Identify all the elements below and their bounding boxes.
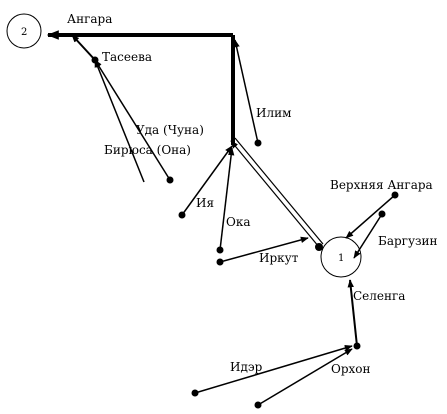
node-2-label: 2 [21,27,27,38]
label-biryusa: Бирюса (Она) [104,143,191,157]
label-ilim: Илим [256,106,291,120]
label-upper-angara: Верхняя Ангара [330,178,433,192]
label-oka: Ока [226,215,251,229]
label-angara: Ангара [67,12,112,26]
source-dot-angara-outflow [315,243,323,251]
label-selenga: Селенга [353,289,405,303]
label-ider: Идэр [230,360,263,374]
label-uda: Уда (Чуна) [136,123,204,137]
angara-from-baikal-line-b [234,137,324,245]
junction-dot-selenga [353,342,361,350]
ilim-river [233,39,259,144]
source-dots [91,56,399,409]
selenga-river [347,279,358,347]
source-dot-barguzin [378,210,386,218]
node-2: 2 [6,13,42,49]
source-dot-oka [216,246,224,254]
orkhon-river [257,348,353,406]
label-taseeva: Тасеева [102,50,152,64]
label-iya: Ия [196,196,214,210]
uda-river [94,59,171,181]
iya-river [181,145,233,216]
source-dot-uda [166,176,174,184]
label-orkhon: Орхон [331,362,371,376]
ider-river [194,344,353,394]
source-dot-iya [178,211,186,219]
upper-angara-river [345,194,396,239]
source-dot-orkhon [254,401,262,409]
source-dot-upper-angara [391,191,399,199]
oka-river [219,147,235,251]
irkut-river [219,236,309,263]
label-barguzin: Баргузин [378,234,438,248]
angara-from-baikal-line-a [230,140,320,248]
node-1-label: 1 [338,253,344,264]
barguzin-river [353,213,383,259]
source-dot-taseeva [91,56,99,64]
taseeva-river [71,34,96,61]
source-dot-ider [191,389,199,397]
label-irkut: Иркут [259,251,299,265]
biryusa-river [94,59,145,183]
node-1-baikal: 1 [320,236,362,278]
source-dot-irkut [216,258,224,266]
source-dot-ilim [254,139,262,147]
